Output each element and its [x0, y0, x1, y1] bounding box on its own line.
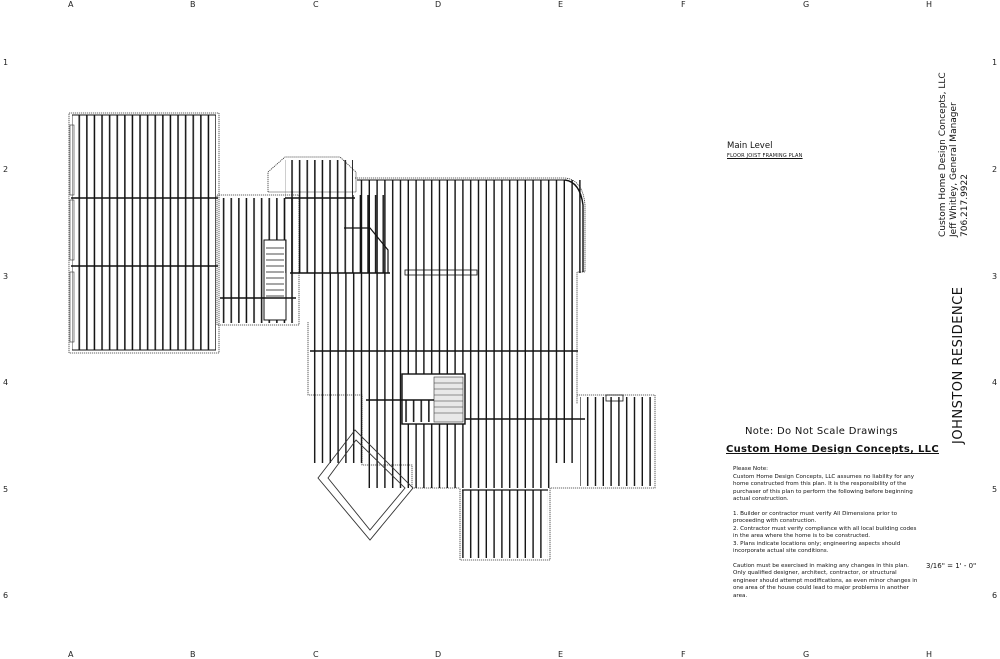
grid-col-f: F — [681, 650, 686, 659]
grid-row-3: 3 — [3, 272, 9, 281]
grid-row-4: 4 — [3, 378, 9, 387]
grid-col-d: D — [435, 650, 442, 659]
notes-item-2: 2. Contractor must verify compliance wit… — [733, 525, 917, 540]
grid-row-5: 5 — [3, 485, 9, 494]
contact-phone: 706.217.9922 — [960, 174, 970, 237]
grid-col-g: G — [803, 0, 810, 9]
grid-row-6: 6 — [3, 591, 9, 600]
grid-col-c: C — [313, 0, 319, 9]
main-block-joists — [310, 179, 585, 488]
connector-joists — [220, 198, 296, 323]
notes-company-name: Custom Home Design Concepts, LLC — [726, 444, 939, 455]
grid-row-6: 6 — [992, 591, 998, 600]
notes-item-3: 3. Plans indicate locations only; engine… — [733, 540, 901, 555]
grid-col-b: B — [190, 0, 196, 9]
right-wing-joists — [580, 394, 653, 486]
grid-row-3: 3 — [992, 272, 998, 281]
notes-caution: Caution must be exercised in making any … — [733, 562, 918, 599]
grid-col-b: B — [190, 650, 196, 659]
contact-block: Custom Home Design Concepts, LLC Jeff Wh… — [938, 72, 971, 237]
plan-title-block: Main Level FLOOR JOIST FRAMING PLAN — [727, 141, 803, 159]
angled-deck — [317, 429, 414, 541]
stair-opening — [401, 373, 466, 425]
do-not-scale-note: Note: Do Not Scale Drawings — [745, 426, 898, 437]
grid-col-g: G — [803, 650, 810, 659]
grid-col-a: A — [68, 650, 74, 659]
plan-title: Main Level — [727, 141, 773, 151]
grid-row-5: 5 — [992, 485, 998, 494]
grid-row-1: 1 — [992, 58, 998, 67]
contact-company: Custom Home Design Concepts, LLC — [938, 72, 948, 237]
grid-col-d: D — [435, 0, 442, 9]
notes-intro: Custom Home Design Concepts, LLC assumes… — [733, 473, 915, 503]
left-wing-outline — [68, 112, 220, 354]
disclaimer-notes: Please Note: Custom Home Design Concepts… — [733, 466, 923, 607]
grid-row-2: 2 — [992, 165, 998, 174]
grid-col-c: C — [313, 650, 319, 659]
left-wing-joists — [69, 114, 218, 351]
contact-person: Jeff Whitley, General Manager — [949, 102, 959, 237]
grid-col-h: H — [926, 0, 933, 9]
grid-col-f: F — [681, 0, 686, 9]
grid-col-h: H — [926, 650, 933, 659]
grid-col-a: A — [68, 0, 74, 9]
grid-row-2: 2 — [3, 165, 9, 174]
project-name: JOHNSTON RESIDENCE — [951, 286, 966, 444]
grid-row-4: 4 — [992, 378, 998, 387]
grid-col-e: E — [558, 650, 564, 659]
notes-item-1: 1. Builder or contractor must verify All… — [733, 510, 898, 525]
grid-col-e: E — [558, 0, 564, 9]
drawing-scale: 3/16" = 1' - 0" — [926, 562, 977, 570]
bottom-porch-joists — [462, 489, 548, 558]
notes-intro-label: Please Note: — [733, 466, 769, 472]
grid-row-1: 1 — [3, 58, 9, 67]
plan-subtitle: FLOOR JOIST FRAMING PLAN — [727, 153, 803, 159]
